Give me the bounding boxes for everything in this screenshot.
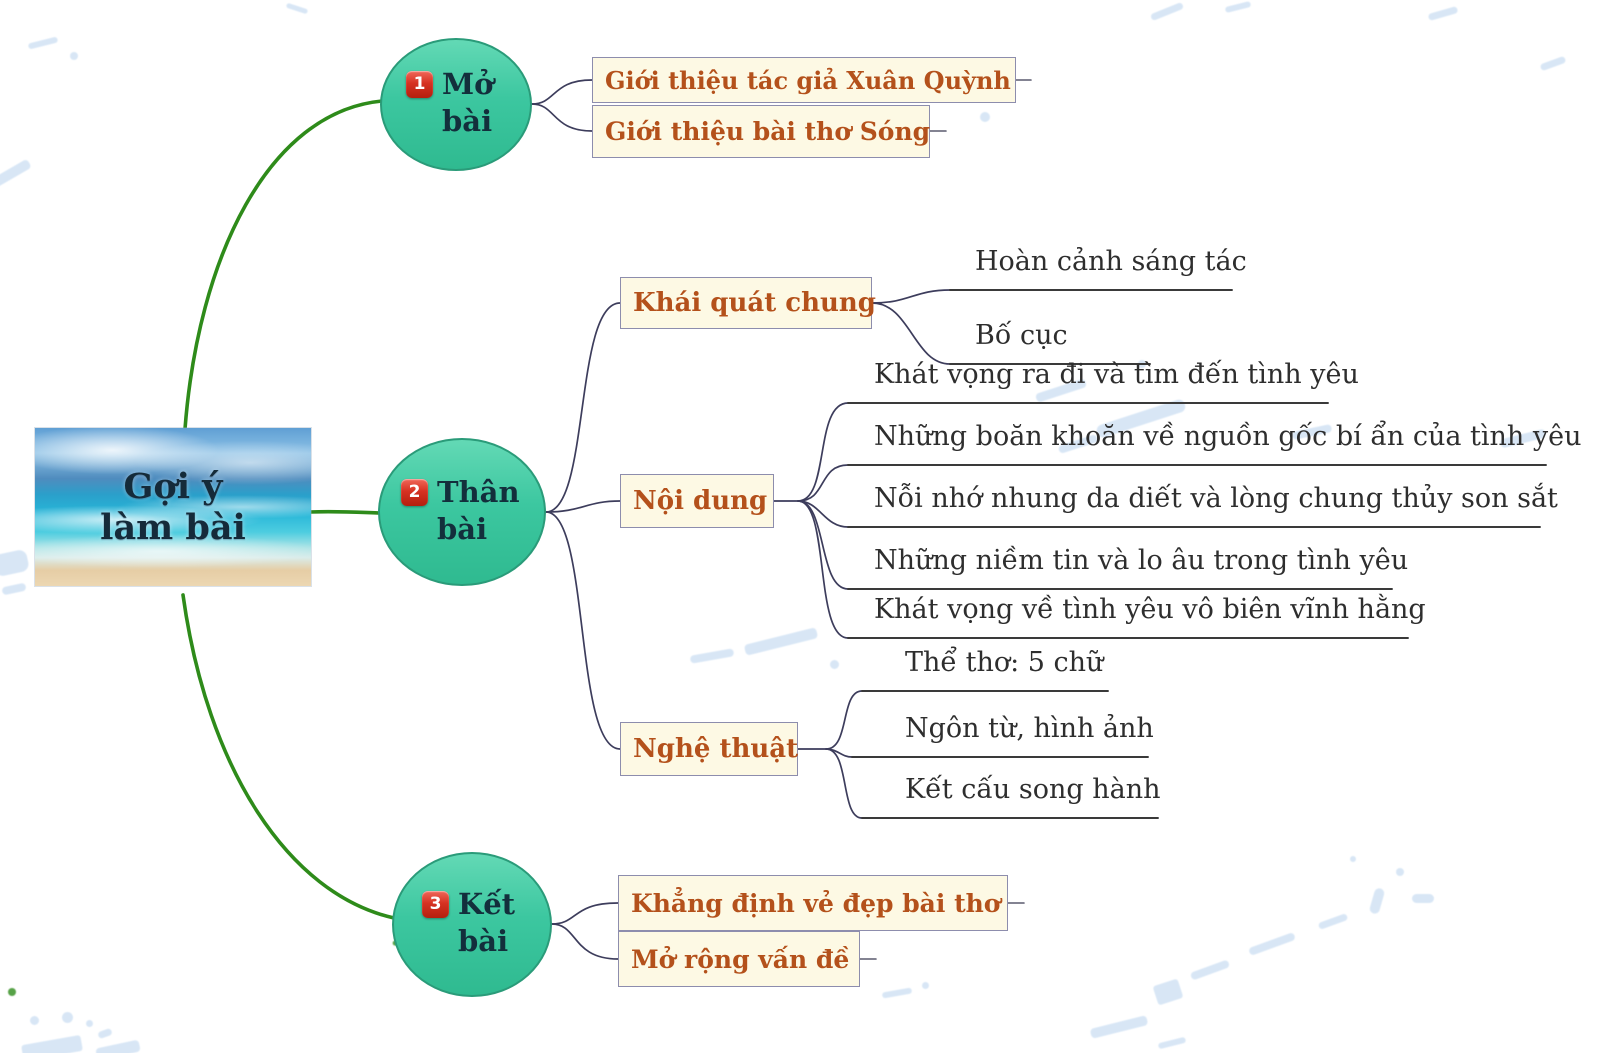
connector: [545, 500, 621, 513]
topic-label: Khái quát chung: [633, 288, 876, 318]
watermark-fragment: [980, 112, 990, 122]
topic-nghe-thuat[interactable]: Nghệ thuật: [620, 722, 798, 776]
leaf-topic[interactable]: Kết cấu song hành: [905, 774, 1161, 805]
topic-label: Nghệ thuật: [633, 734, 799, 764]
leaf-topic[interactable]: Những boăn khoăn về nguồn gốc bí ẩn của …: [874, 421, 1582, 452]
topic-gioi-thieu-tac-gia[interactable]: Giới thiệu tác giả Xuân Quỳnh: [592, 57, 1016, 103]
connector: [797, 500, 849, 639]
connector: [545, 302, 621, 513]
connector: [871, 289, 951, 304]
topic-label: Giới thiệu bài thơ Sóng: [605, 117, 931, 146]
topic-label: Nội dung: [633, 486, 768, 516]
watermark-fragment: [1350, 856, 1356, 862]
branch-ket-bai-label: Kết bài: [458, 887, 516, 959]
topic-noi-dung[interactable]: Nội dung: [620, 474, 774, 528]
root-topic-label: Gợi ý làm bài: [100, 465, 246, 548]
leaf-topic[interactable]: Thể thơ: 5 chữ: [905, 647, 1104, 678]
topic-label: Giới thiệu tác giả Xuân Quỳnh: [605, 65, 1011, 95]
leaf-topic[interactable]: Ngôn từ, hình ảnh: [905, 713, 1154, 744]
connector: [825, 690, 863, 750]
topic-label: Mở rộng vấn đề: [631, 944, 850, 974]
connector: [825, 748, 863, 819]
connector: [871, 302, 951, 365]
connector: [545, 511, 621, 750]
watermark-fragment: [922, 982, 929, 989]
topic-khai-quat-chung[interactable]: Khái quát chung: [620, 277, 876, 329]
priority-3-badge: 3: [422, 891, 449, 918]
root-topic[interactable]: Gợi ý làm bài: [35, 428, 311, 586]
watermark-fragment: [1396, 868, 1404, 876]
priority-2-badge: 2: [401, 479, 428, 506]
topic-gioi-thieu-bai-tho[interactable]: Giới thiệu bài thơ Sóng: [592, 105, 930, 158]
priority-1-badge: 1: [406, 71, 433, 98]
watermark-fragment: [30, 1016, 39, 1025]
leaf-topic[interactable]: Khát vọng ra đi và tìm đến tình yêu: [874, 359, 1359, 390]
watermark-fragment: [8, 988, 16, 996]
leaf-topic[interactable]: Bố cục: [975, 320, 1068, 351]
branch-line-than-bai: [308, 509, 382, 515]
branch-mo-bai-label: Mở bài: [442, 67, 494, 139]
branch-mo-bai[interactable]: 1 Mở bài: [380, 38, 532, 171]
connector: [797, 402, 849, 502]
branch-than-bai[interactable]: 2 Thân bài: [378, 438, 546, 586]
branch-ket-bai[interactable]: 3 Kết bài: [392, 852, 552, 997]
watermark-fragment: [1412, 894, 1434, 903]
topic-khang-dinh-ve-dep[interactable]: Khẳng định vẻ đẹp bài thơ: [618, 875, 1008, 931]
watermark-fragment: [830, 660, 839, 669]
leaf-topic[interactable]: Nỗi nhớ nhung da diết và lòng chung thủy…: [874, 483, 1558, 514]
leaf-topic[interactable]: Hoàn cảnh sáng tác: [975, 246, 1247, 277]
connector: [551, 902, 619, 925]
watermark-fragment: [70, 52, 78, 60]
connector: [531, 79, 593, 105]
leaf-topic[interactable]: Những niềm tin và lo âu trong tình yêu: [874, 545, 1409, 576]
connector: [551, 923, 619, 960]
connector: [797, 464, 849, 502]
branch-line-ket-bai: [181, 593, 396, 920]
connector: [531, 103, 593, 132]
branch-than-bai-label: Thân bài: [437, 475, 520, 547]
watermark-fragment: [86, 1020, 93, 1027]
leaf-topic[interactable]: Khát vọng về tình yêu vô biên vĩnh hằng: [874, 594, 1426, 625]
branch-line-mo-bai: [183, 99, 384, 431]
topic-mo-rong-van-de[interactable]: Mở rộng vấn đề: [618, 931, 860, 987]
topic-label: Khẳng định vẻ đẹp bài thơ: [631, 888, 1001, 918]
watermark-fragment: [62, 1012, 73, 1023]
